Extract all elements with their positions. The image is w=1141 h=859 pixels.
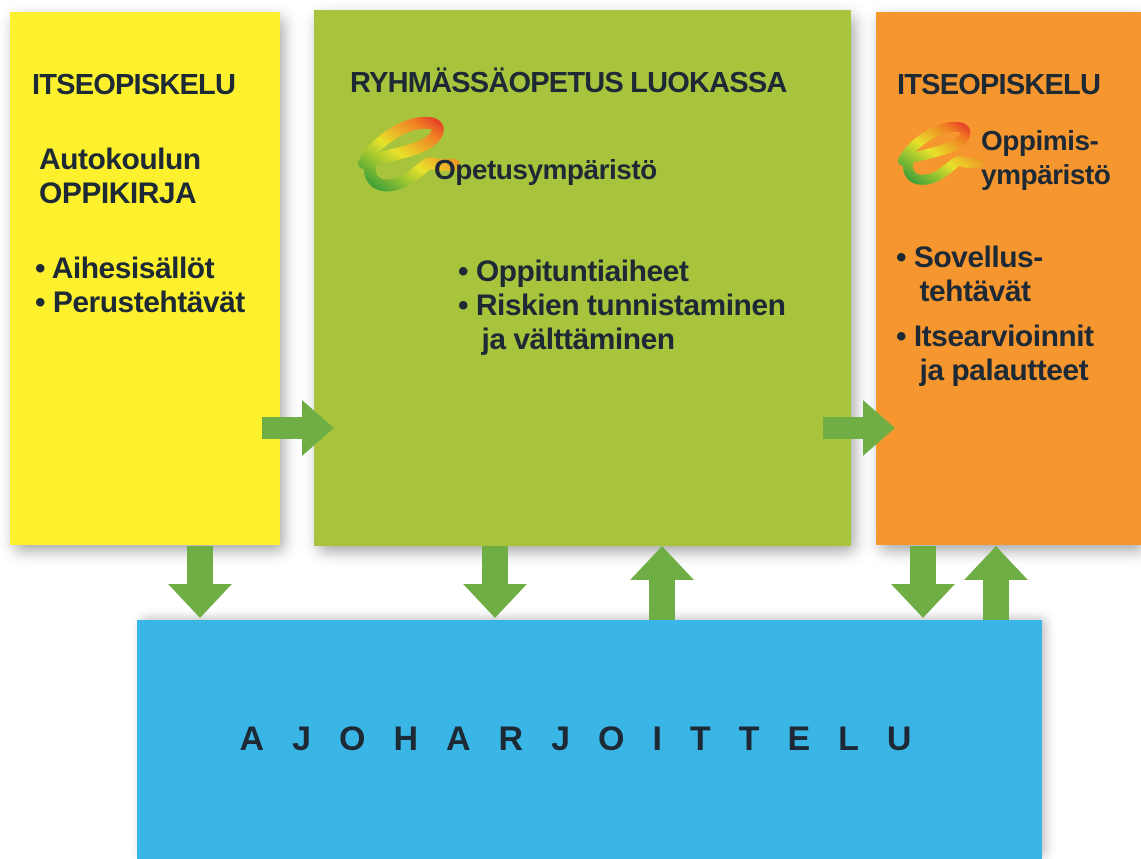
self-study-heading: ITSEOPISKELU: [32, 69, 236, 101]
classroom-teaching-box: RYHMÄSSÄOPETUS LUOKASSA Opetusympäristö …: [314, 10, 851, 546]
driving-practice-box: AJOHARJOITTELU: [137, 620, 1042, 859]
textbook-line-1: Autokoulun: [39, 143, 201, 176]
bullet-item: • Perustehtävät: [35, 286, 245, 319]
self-study-box-right: ITSEOPISKELU Oppimis- ympäristö • Sovell…: [876, 12, 1141, 545]
arrow-up-icon: [630, 546, 694, 620]
driving-practice-label: AJOHARJOITTELU: [239, 720, 940, 758]
bullet-item: • Riskien tunnistaminen: [458, 289, 786, 322]
arrow-right-icon: [262, 400, 334, 456]
arrow-down-icon: [463, 546, 527, 618]
environment-label-line-2: ympäristö: [981, 159, 1111, 190]
self-study-box-left: ITSEOPISKELU Autokoulun OPPIKIRJA • Aihe…: [10, 12, 280, 545]
textbook-line-2: OPPIKIRJA: [39, 177, 197, 210]
e-logo-icon: [897, 121, 985, 185]
arrow-up-icon: [964, 546, 1028, 620]
arrow-right-icon: [823, 400, 895, 456]
bullet-item: • Itsearvioinnit: [896, 320, 1094, 353]
bullet-item: tehtävät: [896, 275, 1032, 308]
bullet-item: ja palautteet: [896, 354, 1089, 387]
bullet-item: ja välttäminen: [458, 323, 676, 356]
environment-label: Opetusympäristö: [434, 154, 657, 185]
bullet-item: • Sovellus-: [896, 241, 1043, 274]
environment-label-line-1: Oppimis-: [981, 125, 1099, 156]
bullet-item: • Aihesisällöt: [35, 252, 215, 285]
arrow-down-icon: [891, 546, 955, 618]
bullet-item: • Oppituntiaiheet: [458, 255, 689, 288]
e-logo-icon: [358, 116, 460, 192]
self-study-heading: ITSEOPISKELU: [897, 69, 1101, 101]
arrow-down-icon: [168, 546, 232, 618]
classroom-heading: RYHMÄSSÄOPETUS LUOKASSA: [350, 67, 787, 99]
